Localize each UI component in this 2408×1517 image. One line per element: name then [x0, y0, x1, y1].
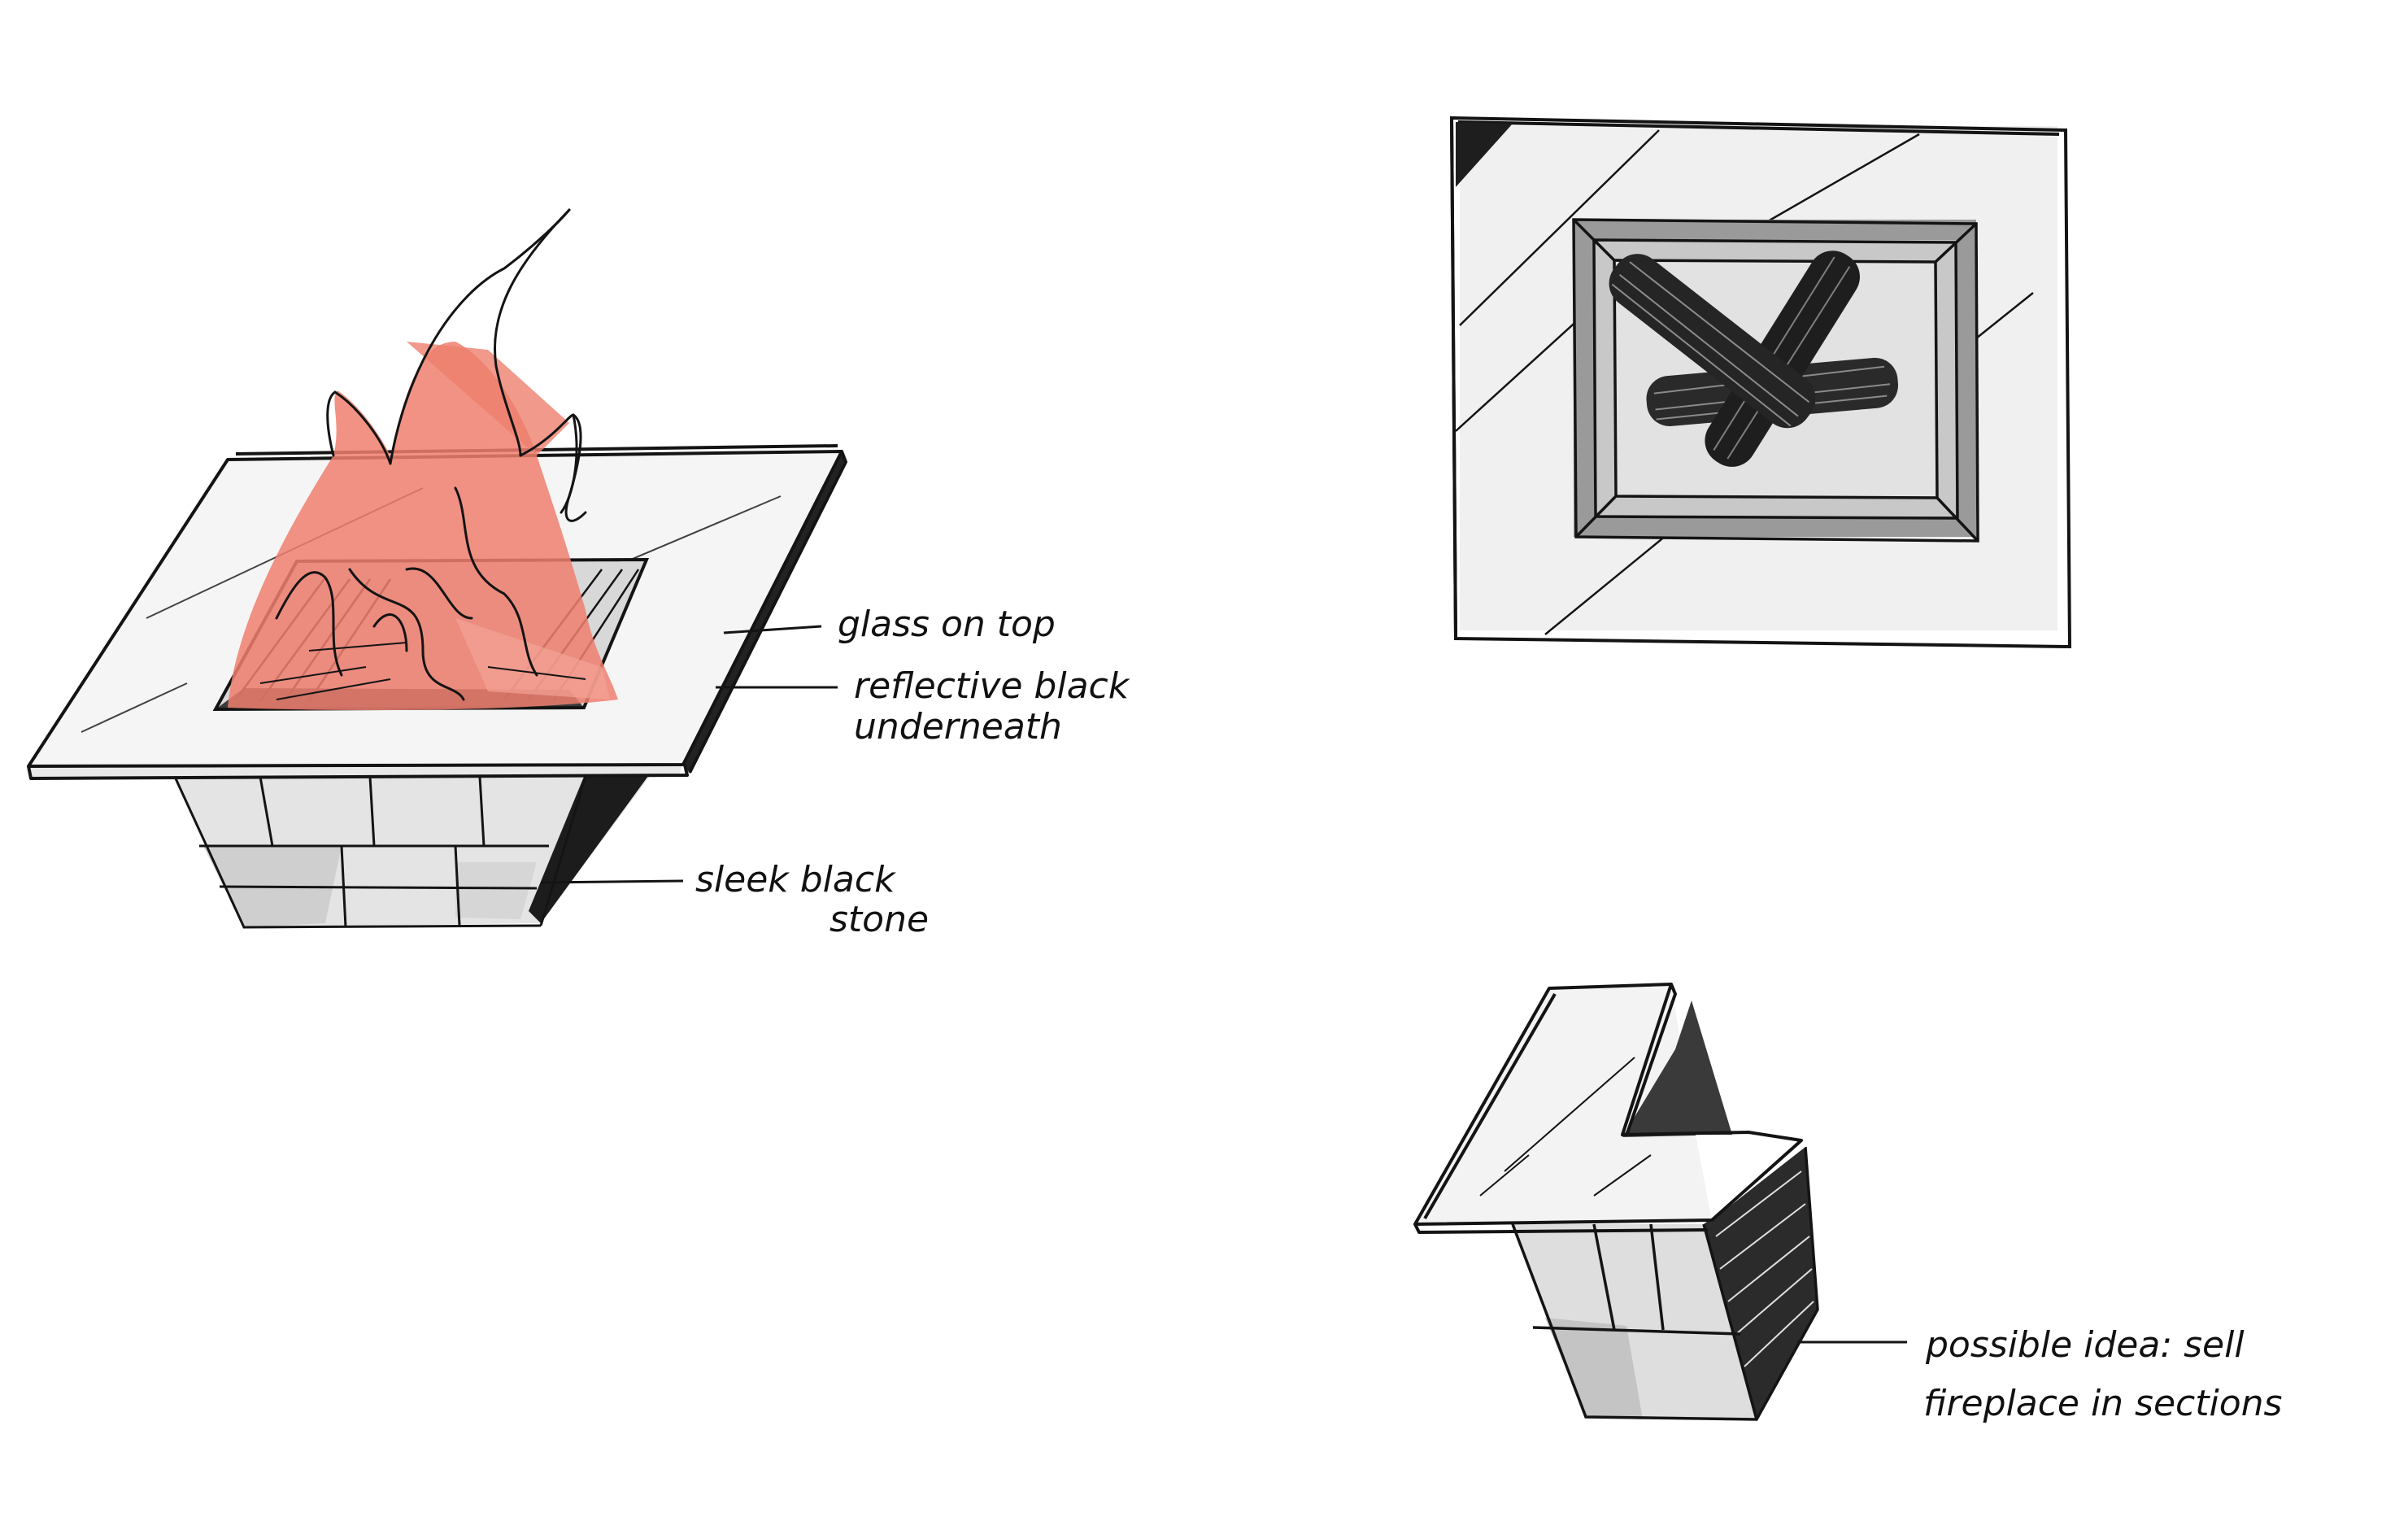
stone-base: [175, 773, 651, 927]
label-fireplace-sections: fireplace in sections: [1923, 1383, 2282, 1424]
label-sleek-black: sleek black: [695, 859, 896, 900]
label-underneath: underneath: [854, 706, 1062, 748]
label-reflective-black: reflective black: [854, 665, 1130, 707]
fireplace-top-view-sketch: [1452, 118, 2070, 647]
label-possible-idea: possible idea: sell: [1925, 1324, 2245, 1366]
sectional-fireplace-sketch: possible idea: sell fireplace in section…: [1415, 984, 2282, 1424]
fireplace-table-sketch: glass on top reflective black underneath…: [28, 210, 1130, 940]
label-stone: stone: [830, 899, 929, 940]
label-glass-on-top: glass on top: [838, 604, 1056, 645]
